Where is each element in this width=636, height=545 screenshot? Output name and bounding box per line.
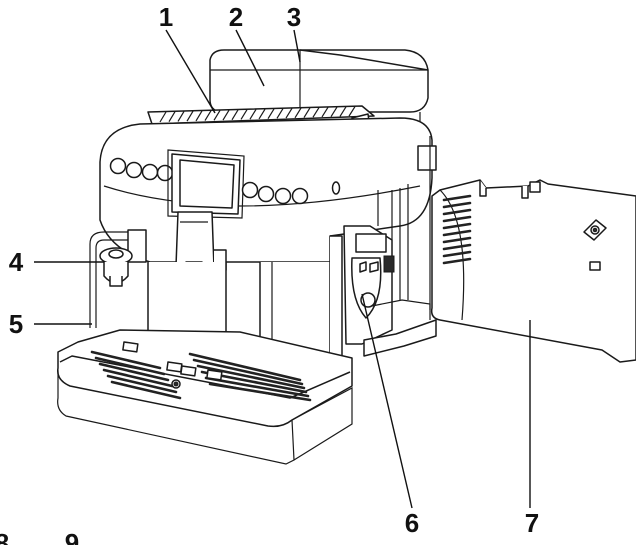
warmer-slot [294,107,302,119]
warmer-slot [258,108,266,120]
button-right-4[interactable] [291,187,309,205]
tray-slot [196,364,306,390]
tray-slot [106,374,178,394]
button-left-2[interactable] [125,161,143,179]
warmer-slot [267,108,275,119]
door-vent-slots [442,194,472,265]
callout-labels: 1 2 3 4 5 6 7 8 9 [0,2,539,545]
button-right-1[interactable] [241,181,259,199]
right-button-group [241,181,341,205]
tray-slot [192,358,304,386]
side-door [430,179,636,363]
callout-8: 8 [0,528,9,545]
warmer-slot [177,111,185,122]
door-slot [442,257,472,265]
tray-slot [188,352,302,382]
button-right-3[interactable] [274,187,292,205]
callout-4: 4 [9,247,24,277]
leader-2 [235,29,265,87]
tray-slot [110,380,182,400]
door-slot [442,229,472,237]
left-button-group [109,157,174,182]
callout-7: 7 [525,508,539,538]
door-slot [442,215,472,223]
leader-1 [165,29,216,114]
warmer-slot [276,108,284,119]
button-right-2[interactable] [257,185,275,203]
power-indicator [331,181,341,195]
tray-slot [98,362,170,382]
door-slot [442,194,472,202]
warmer-slot [222,109,230,121]
warmer-slot [204,110,212,121]
drip-tray [57,329,353,465]
bean-hopper [209,49,429,129]
leader-3 [293,29,301,63]
warmer-slot [249,109,257,120]
warmer-slot [285,108,293,119]
warmer-slot [321,107,329,118]
warmer-slot [339,106,347,117]
warmer-slot [213,110,221,121]
warmer-slot [159,111,167,123]
callout-1: 1 [159,2,173,32]
door-slot [442,236,472,244]
callout-3: 3 [287,2,301,32]
warmer-slot [240,109,248,120]
warmer-slot [186,110,194,122]
door-slot [442,222,472,230]
warmer-slot [195,110,203,122]
cup-warmer-grid [159,106,356,123]
tray-slot [204,376,310,398]
button-left-4[interactable] [156,164,174,182]
door-slot [442,250,472,258]
steam-wand [89,229,147,328]
button-left-3[interactable] [141,163,159,181]
callout-9: 9 [65,528,79,545]
warmer-slot [330,106,338,117]
callout-6: 6 [405,508,419,538]
warmer-slot [231,109,239,121]
leader-lines [34,29,531,509]
door-slot [442,243,472,251]
tray-slot [102,368,174,388]
tray-slot [90,350,162,370]
display-panel [167,149,245,219]
lower-body [147,235,343,373]
tray-slot [208,382,312,402]
door-slot [442,201,472,209]
warmer-slot [348,106,356,117]
drip-tray-grate [90,350,312,402]
callout-2: 2 [229,2,243,32]
warmer-slot [303,107,311,118]
brewing-unit-area [343,184,437,357]
door-latch [583,219,607,241]
tray-slot [94,356,166,376]
warmer-slot [312,107,320,118]
door-slot [442,208,472,216]
warmer-slot [168,111,176,123]
button-left-1[interactable] [109,157,127,175]
leader-6 [361,293,413,509]
callout-5: 5 [9,309,23,339]
